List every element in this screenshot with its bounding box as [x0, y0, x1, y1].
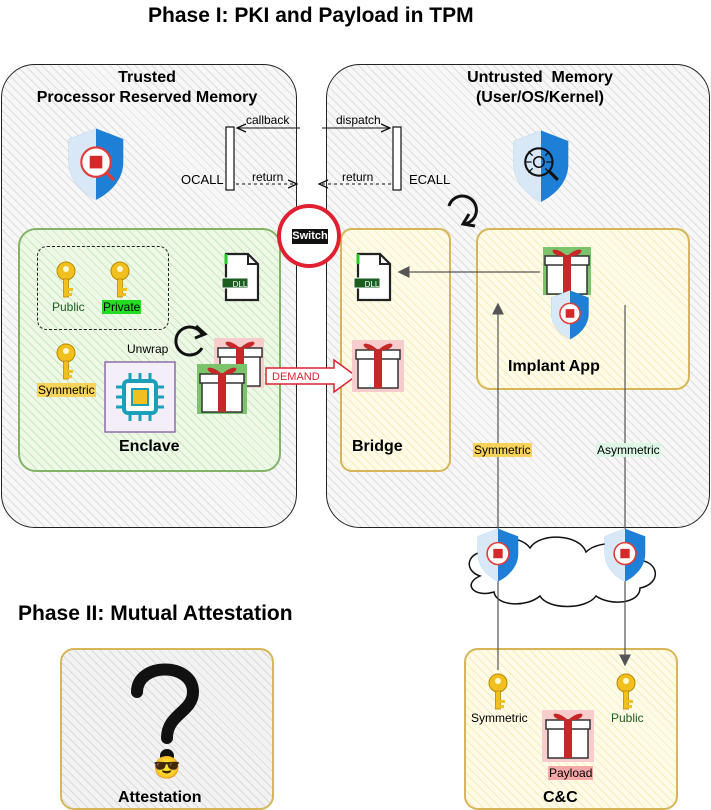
untrusted-title-line1: Untrusted Memory — [467, 69, 613, 86]
switch-label-bg — [292, 229, 328, 244]
switch-label: Switch — [292, 230, 328, 242]
implant-shield-icon — [551, 290, 589, 340]
key-pair-group — [37, 246, 169, 330]
symmetric-key-icon — [56, 343, 76, 380]
enclave-dll-icon — [220, 252, 260, 302]
return-left-label: return — [252, 170, 284, 184]
enclave-label: Enclave — [119, 438, 180, 455]
trusted-title-line2: Processor Reserved Memory — [36, 89, 258, 106]
cc-symmetric-label: Symmetric — [471, 711, 528, 725]
cc-public-key-icon — [616, 673, 636, 710]
asymmetric-shield-icon — [604, 528, 646, 582]
wrapped-gift-icon-front — [199, 366, 245, 413]
chip-icon — [104, 361, 176, 433]
symmetric-shield-icon — [477, 528, 519, 582]
implant-app-label: Implant App — [508, 358, 600, 375]
dispatch-label: dispatch — [336, 113, 381, 127]
symmetric-channel-label: Symmetric — [473, 443, 532, 457]
trusted-shield-icon — [68, 128, 124, 200]
ocall-label: OCALL — [181, 172, 224, 187]
public-key-icon — [56, 261, 76, 298]
untrusted-title-line2: (User/OS/Kernel) — [475, 89, 605, 106]
cc-symmetric-key-icon — [488, 673, 508, 710]
return-right-label: return — [342, 170, 374, 184]
public-key-label: Public — [52, 300, 85, 314]
trusted-title-line1: Trusted — [118, 69, 176, 86]
sunglasses-emoji-icon: 😎 — [153, 755, 181, 780]
asymmetric-channel-label: Asymmetric — [596, 443, 661, 457]
cc-label: C&C — [543, 789, 578, 806]
refresh-icon-untrusted — [447, 194, 478, 228]
unwrap-label: Unwrap — [127, 342, 169, 356]
bridge-dll-text: DLL — [364, 280, 380, 289]
attestation-label: Attestation — [118, 789, 202, 806]
cc-public-label: Public — [611, 711, 644, 725]
refresh-icon — [174, 324, 208, 357]
phase2-title: Phase II: Mutual Attestation — [18, 602, 293, 625]
phase1-title: Phase I: PKI and Payload in TPM — [148, 4, 474, 27]
ecall-bar — [392, 126, 402, 191]
demand-arrow — [265, 358, 358, 394]
bridge-label: Bridge — [352, 438, 403, 455]
bridge-dll-icon — [352, 252, 392, 302]
untrusted-shield-icon — [513, 130, 569, 202]
callback-label: callback — [246, 113, 290, 127]
symmetric-key-label: Symmetric — [37, 383, 96, 397]
ocall-bar — [225, 126, 235, 191]
question-mark-icon — [131, 663, 200, 763]
enclave-dll-text: DLL — [232, 280, 248, 289]
bridge-gift-icon — [355, 342, 401, 389]
implant-gift-icon — [544, 248, 590, 295]
ecall-label: ECALL — [409, 172, 451, 187]
payload-label: Payload — [548, 766, 594, 780]
private-key-icon — [110, 261, 130, 298]
private-key-label: Private — [102, 300, 142, 314]
payload-gift-icon — [545, 712, 591, 759]
demand-label: DEMAND — [272, 371, 320, 383]
